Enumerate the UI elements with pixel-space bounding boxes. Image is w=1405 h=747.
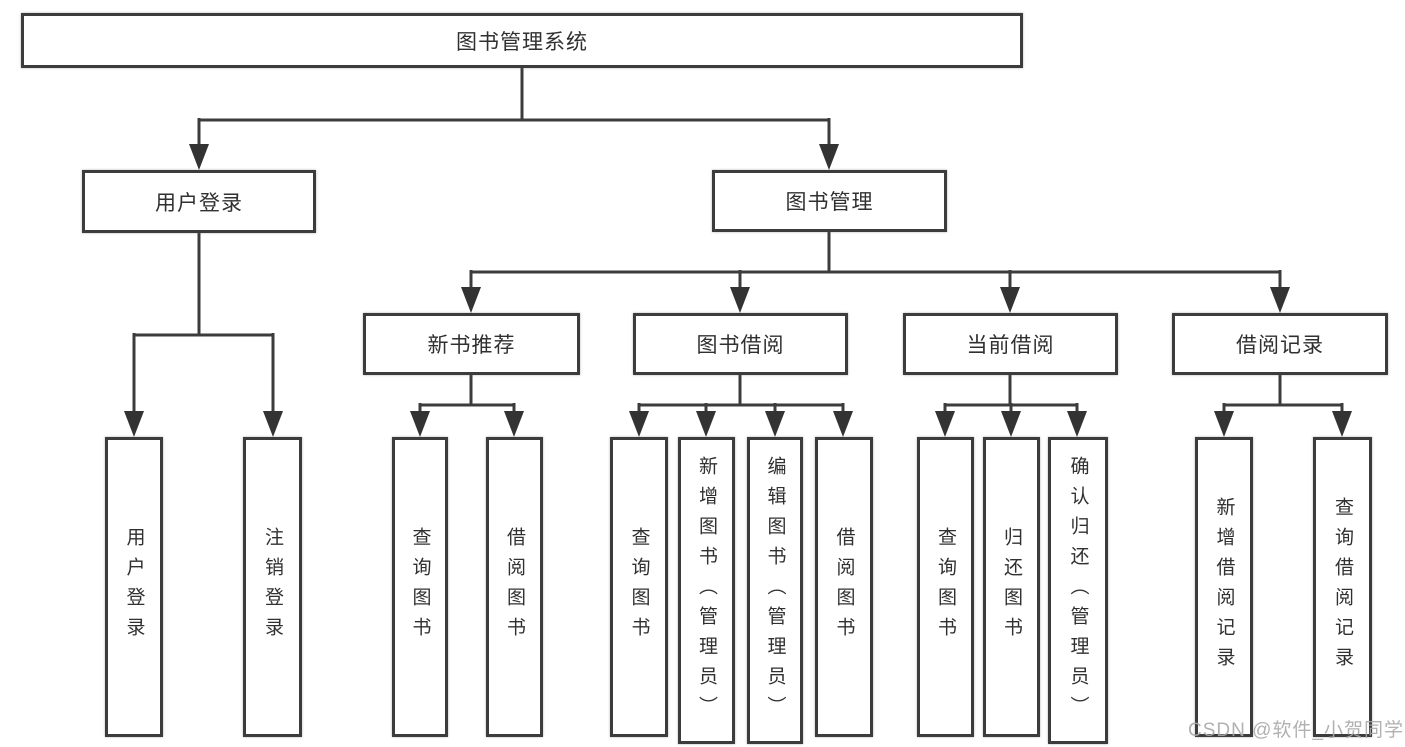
node-cb-confirm-return-label: 确认归还（管理员） <box>1067 455 1089 726</box>
node-leaf-logout-label: 注销登录 <box>262 527 283 647</box>
node-br-query-record: 查询借阅记录 <box>1313 437 1372 737</box>
node-cb-confirm-return: 确认归还（管理员） <box>1048 437 1108 744</box>
node-user-login: 用户登录 <box>82 170 316 233</box>
node-leaf-user-login-label: 用户登录 <box>123 527 145 647</box>
csdn-watermark: CSDN @软件_小贺同学 <box>1188 720 1404 741</box>
node-cb-return-book-label: 归还图书 <box>1001 527 1022 647</box>
node-cb-query-book-label: 查询图书 <box>935 527 956 647</box>
node-leaf-user-login: 用户登录 <box>105 437 163 737</box>
node-rec-query-book-label: 查询图书 <box>409 527 431 647</box>
node-rec-query-book: 查询图书 <box>392 437 448 737</box>
node-book-management: 图书管理 <box>712 170 947 232</box>
node-rec-borrow-book: 借阅图书 <box>486 437 543 737</box>
node-cb-return-book: 归还图书 <box>983 437 1040 737</box>
node-bb-add-book: 新增图书（管理员） <box>678 437 735 744</box>
node-bb-query-book-label: 查询图书 <box>628 527 650 647</box>
node-bb-add-book-label: 新增图书（管理员） <box>696 455 717 726</box>
node-current-borrow: 当前借阅 <box>903 313 1118 375</box>
node-bb-borrow-book: 借阅图书 <box>815 437 873 737</box>
node-book-borrow: 图书借阅 <box>633 313 848 375</box>
node-leaf-logout: 注销登录 <box>243 437 302 737</box>
arrowheads <box>124 144 1352 437</box>
node-root: 图书管理系统 <box>21 13 1023 68</box>
node-br-query-record-label: 查询借阅记录 <box>1332 497 1353 677</box>
node-br-add-record: 新增借阅记录 <box>1195 437 1253 737</box>
node-br-add-record-label: 新增借阅记录 <box>1213 497 1235 677</box>
node-borrow-record: 借阅记录 <box>1172 313 1388 375</box>
node-bb-query-book: 查询图书 <box>610 437 668 737</box>
node-bb-borrow-book-label: 借阅图书 <box>833 527 855 647</box>
node-new-book-recommend: 新书推荐 <box>363 313 580 375</box>
node-cb-query-book: 查询图书 <box>917 437 974 737</box>
node-rec-borrow-book-label: 借阅图书 <box>504 527 525 647</box>
node-bb-edit-book: 编辑图书（管理员） <box>747 437 803 744</box>
node-bb-edit-book-label: 编辑图书（管理员） <box>764 455 786 726</box>
